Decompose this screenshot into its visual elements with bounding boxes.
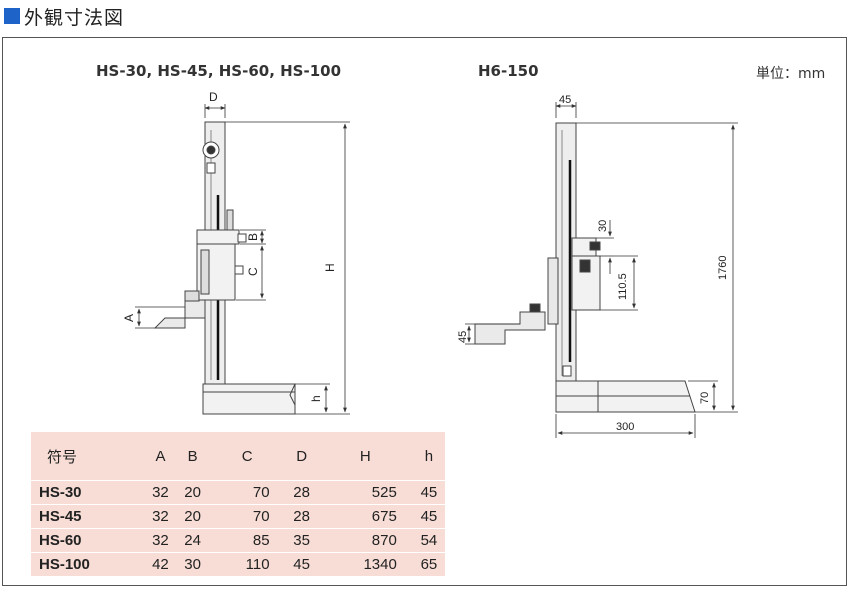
hs-slider-upper bbox=[196, 229, 240, 245]
cell-model: HS-45 bbox=[31, 504, 145, 529]
cell-h-lower: 65 bbox=[412, 552, 445, 576]
table-row: HS-60 32 24 85 35 870 54 bbox=[31, 528, 445, 553]
cell-b: 20 bbox=[176, 504, 209, 529]
cell-d: 28 bbox=[285, 504, 318, 529]
hs-base bbox=[202, 383, 296, 415]
cell-h-upper: 1340 bbox=[317, 552, 413, 576]
cell-d: 28 bbox=[285, 480, 318, 505]
hs-scriber bbox=[153, 299, 206, 329]
cell-c: 70 bbox=[208, 504, 286, 529]
header-b: B bbox=[176, 432, 209, 481]
table-row: HS-100 42 30 110 45 1340 65 bbox=[31, 552, 445, 576]
spec-table: 符号 A B C D H h HS-30 32 20 70 28 525 45 … bbox=[31, 432, 445, 576]
cell-h-upper: 525 bbox=[317, 480, 413, 505]
cell-c: 110 bbox=[208, 552, 286, 576]
cell-a: 32 bbox=[144, 528, 177, 553]
cell-d: 35 bbox=[285, 528, 318, 553]
cell-d: 45 bbox=[285, 552, 318, 576]
cell-a: 32 bbox=[144, 480, 177, 505]
cell-b: 20 bbox=[176, 480, 209, 505]
dim-label-300: 300 bbox=[616, 421, 634, 433]
cell-c: 70 bbox=[208, 480, 286, 505]
dim-label-c: C bbox=[246, 267, 260, 276]
dim-label-30: 30 bbox=[597, 220, 609, 232]
table-row: HS-45 32 20 70 28 675 45 bbox=[31, 504, 445, 529]
header-a: A bbox=[144, 432, 177, 481]
h6-scriber bbox=[474, 311, 546, 345]
cell-h-upper: 870 bbox=[317, 528, 413, 553]
cell-model: HS-100 bbox=[31, 552, 145, 576]
dim-label-h-upper: H bbox=[323, 263, 337, 272]
hs-dimension-labels: D H B C A h bbox=[122, 90, 337, 402]
dim-label-45-top: 45 bbox=[559, 94, 571, 106]
diagram-frame bbox=[2, 37, 847, 586]
page-title: 外観寸法図 bbox=[24, 6, 125, 29]
cell-model: HS-30 bbox=[31, 480, 145, 505]
cell-h-lower: 45 bbox=[412, 480, 445, 505]
dim-label-1760: 1760 bbox=[717, 256, 729, 280]
dim-label-70: 70 bbox=[699, 392, 711, 404]
h6-height-gauge-drawing bbox=[474, 122, 696, 413]
header-c: C bbox=[208, 432, 286, 481]
dim-label-110-5: 110.5 bbox=[617, 273, 629, 300]
h6-dimension-lines bbox=[465, 102, 738, 438]
cell-c: 85 bbox=[208, 528, 286, 553]
table-row: HS-30 32 20 70 28 525 45 bbox=[31, 480, 445, 505]
hs-dimension-lines bbox=[135, 104, 350, 415]
hs-height-gauge-drawing bbox=[153, 121, 296, 415]
dim-label-d: D bbox=[209, 90, 218, 104]
cell-b: 24 bbox=[176, 528, 209, 553]
page-header: 外観寸法図 bbox=[4, 3, 124, 29]
header-h-lower: h bbox=[412, 432, 445, 481]
left-diagram-title: HS-30, HS-45, HS-60, HS-100 bbox=[96, 62, 342, 80]
cell-model: HS-60 bbox=[31, 528, 145, 553]
cell-h-upper: 675 bbox=[317, 504, 413, 529]
header-h-upper: H bbox=[317, 432, 413, 481]
cell-a: 42 bbox=[144, 552, 177, 576]
header-symbol: 符号 bbox=[31, 432, 145, 481]
cell-h-lower: 54 bbox=[412, 528, 445, 553]
right-diagram-title: H6-150 bbox=[478, 62, 539, 80]
header-square-icon bbox=[4, 8, 20, 24]
header-d: D bbox=[285, 432, 318, 481]
h6-arm bbox=[547, 257, 559, 325]
dim-label-a: A bbox=[122, 314, 136, 322]
spec-table-header-row: 符号 A B C D H h bbox=[31, 432, 445, 481]
cell-b: 30 bbox=[176, 552, 209, 576]
cell-h-lower: 45 bbox=[412, 504, 445, 529]
h6-dimension-labels: 45 30 110.5 1760 45 70 300 bbox=[457, 94, 729, 433]
dim-label-45-left: 45 bbox=[457, 331, 469, 343]
dim-label-b: B bbox=[246, 233, 260, 241]
unit-label: 単位：mm bbox=[756, 66, 826, 82]
cell-a: 32 bbox=[144, 504, 177, 529]
dim-label-h-lower: h bbox=[309, 395, 323, 402]
